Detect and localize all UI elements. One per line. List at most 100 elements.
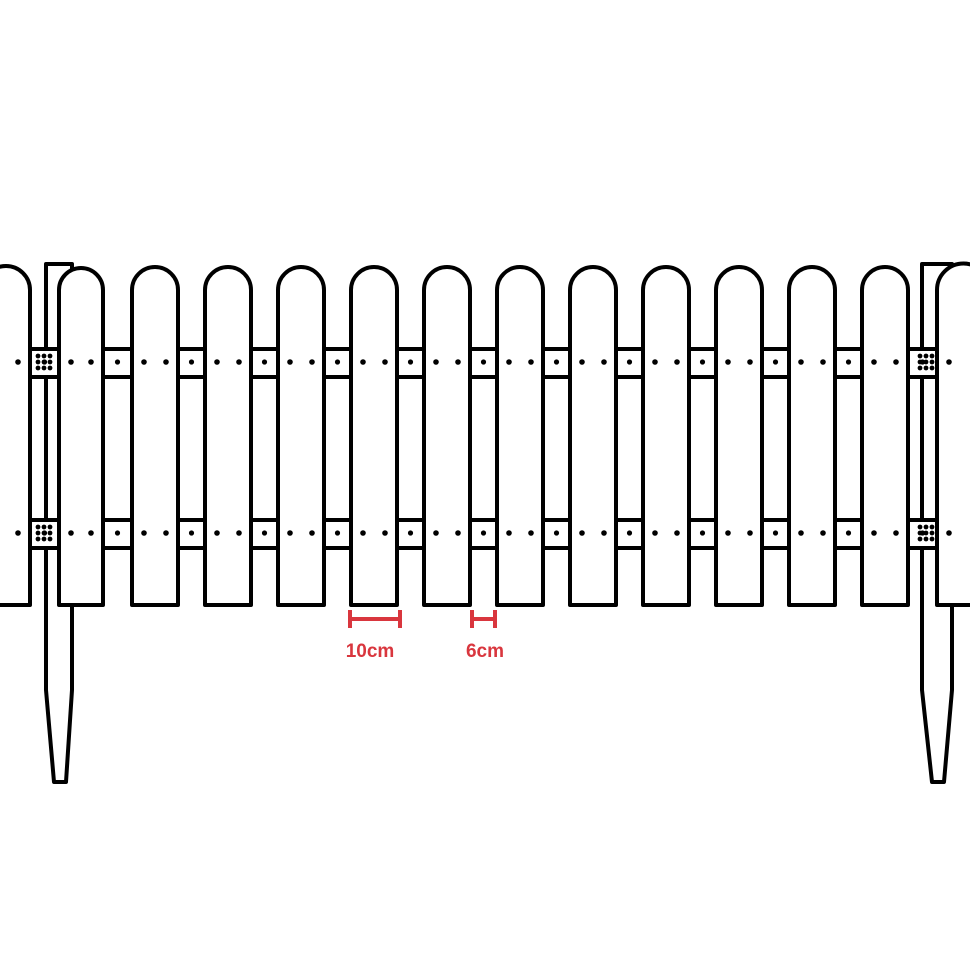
nail-hole: [798, 359, 804, 365]
nail-hole: [506, 359, 512, 365]
nail-hole: [382, 530, 388, 536]
bolt-hole: [929, 530, 935, 536]
picket-width-dimension: 10cm: [346, 610, 402, 662]
nail-hole: [893, 530, 899, 536]
bolt-hole: [917, 353, 923, 359]
picket: [349, 265, 399, 607]
bolt-hole: [917, 359, 923, 365]
nail-hole: [652, 530, 658, 536]
nail-hole: [772, 530, 779, 536]
bolt-hole: [917, 524, 923, 530]
nail-hole: [747, 530, 753, 536]
nail-hole: [433, 359, 439, 365]
nail-hole: [626, 530, 633, 536]
nail-hole: [334, 530, 341, 536]
nail-hole: [407, 359, 414, 365]
picket: [0, 264, 32, 607]
picket: [57, 266, 105, 607]
nail-hole: [455, 359, 461, 365]
nail-hole: [188, 530, 195, 536]
bolt-hole: [47, 359, 53, 365]
nail-hole: [360, 530, 366, 536]
picket: [641, 265, 691, 607]
picket-width-label: 10cm: [346, 641, 395, 662]
nail-hole: [88, 530, 94, 536]
picket: [495, 265, 545, 607]
nail-hole: [528, 530, 534, 536]
bolt-hole: [35, 359, 41, 365]
nail-hole: [309, 359, 315, 365]
nail-hole: [309, 530, 315, 536]
dimension-markers: 10cm 6cm: [346, 610, 504, 662]
picket: [276, 265, 326, 607]
bolt-hole: [923, 353, 929, 359]
bolt-hole: [35, 524, 41, 530]
bolt-hole: [47, 530, 53, 536]
nail-hole: [725, 359, 731, 365]
bolt-hole: [923, 530, 929, 536]
bolt-hole: [917, 530, 923, 536]
nail-hole: [674, 359, 680, 365]
nail-hole: [68, 359, 74, 365]
bolt-hole: [917, 365, 923, 371]
nail-hole: [579, 530, 585, 536]
nail-hole: [68, 530, 74, 536]
nail-hole: [15, 359, 21, 365]
pickets: [0, 261, 970, 607]
nail-hole: [88, 359, 94, 365]
bolt-hole: [929, 524, 935, 530]
nail-hole: [946, 530, 952, 536]
nail-hole: [382, 359, 388, 365]
picket: [714, 265, 764, 607]
bolt-hole: [35, 530, 41, 536]
nail-hole: [626, 359, 633, 365]
bolt-hole: [47, 353, 53, 359]
bolt-hole: [917, 536, 923, 542]
nail-hole: [163, 530, 169, 536]
nail-hole: [236, 530, 242, 536]
nail-hole: [214, 359, 220, 365]
nail-hole: [946, 359, 952, 365]
picket: [860, 265, 910, 607]
nail-hole: [506, 530, 512, 536]
picket: [422, 265, 472, 607]
nail-hole: [845, 359, 852, 365]
nail-hole: [360, 359, 366, 365]
nail-hole: [553, 359, 560, 365]
nail-hole: [141, 530, 147, 536]
nail-hole: [528, 359, 534, 365]
nail-hole: [236, 359, 242, 365]
bolt-hole: [929, 365, 935, 371]
nail-hole: [820, 530, 826, 536]
picket: [935, 261, 970, 607]
nail-holes: [15, 353, 952, 542]
nail-hole: [261, 530, 268, 536]
picket: [203, 265, 253, 607]
gap-width-label: 6cm: [466, 641, 504, 662]
nail-hole: [141, 359, 147, 365]
nail-hole: [287, 530, 293, 536]
nail-hole: [747, 359, 753, 365]
bolt-hole: [41, 536, 47, 542]
nail-hole: [893, 359, 899, 365]
nail-hole: [601, 359, 607, 365]
nail-hole: [163, 359, 169, 365]
nail-hole: [871, 530, 877, 536]
nail-hole: [820, 359, 826, 365]
nail-hole: [114, 530, 121, 536]
nail-hole: [674, 530, 680, 536]
bolt-hole: [35, 365, 41, 371]
nail-hole: [772, 359, 779, 365]
bolt-hole: [929, 359, 935, 365]
bolt-hole: [929, 353, 935, 359]
nail-hole: [845, 530, 852, 536]
bolt-hole: [41, 530, 47, 536]
nail-hole: [579, 359, 585, 365]
bolt-hole: [41, 353, 47, 359]
nail-hole: [455, 530, 461, 536]
bolt-hole: [41, 365, 47, 371]
nail-hole: [287, 359, 293, 365]
picket: [568, 265, 618, 607]
bolt-hole: [47, 524, 53, 530]
